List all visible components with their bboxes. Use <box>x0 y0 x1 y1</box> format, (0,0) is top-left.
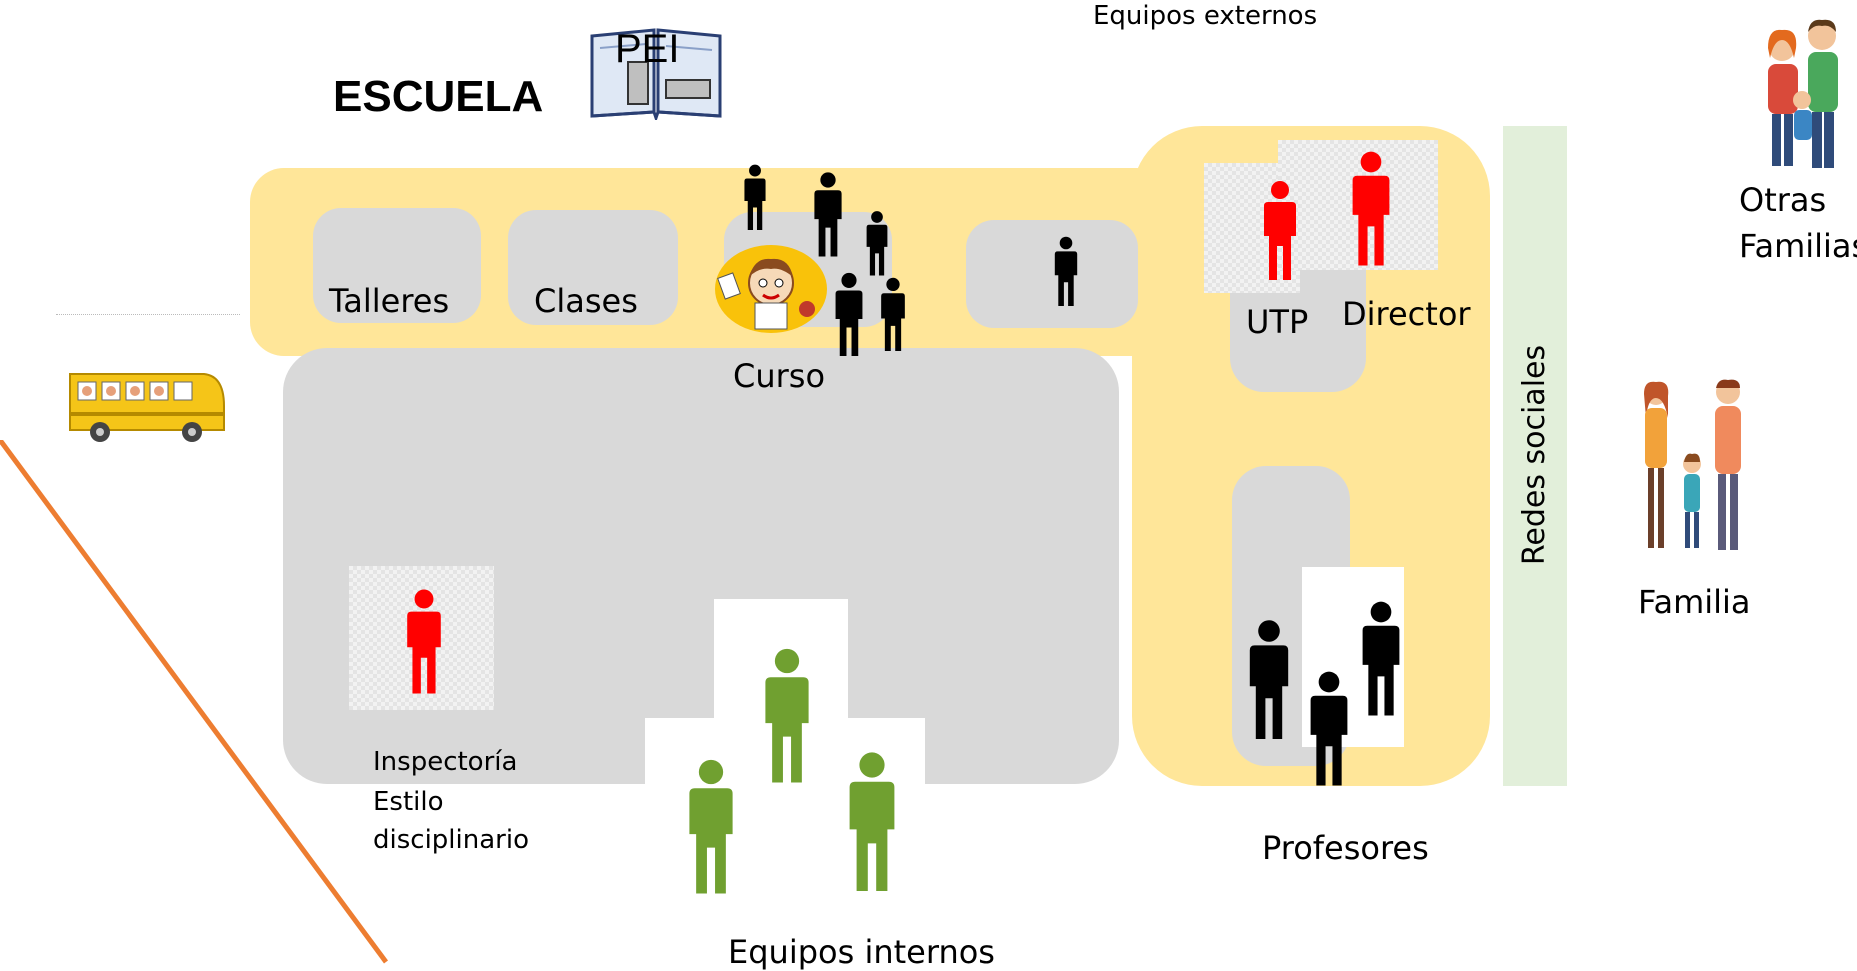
family-icon <box>1634 378 1752 554</box>
room-clases <box>508 210 678 325</box>
utp-label: UTP <box>1246 303 1309 341</box>
inspectoria-label: Inspectoría <box>373 747 518 777</box>
profesor-person-icon <box>1310 671 1348 786</box>
profesores-label: Profesores <box>1262 829 1429 867</box>
book-label: PEI <box>615 27 680 71</box>
person-icon <box>866 211 888 276</box>
profesor-person-icon <box>1249 620 1289 739</box>
clases-label: Clases <box>534 282 638 320</box>
person-icon <box>814 172 842 257</box>
person-icon <box>744 164 766 230</box>
town-sketch <box>56 314 240 337</box>
room-talleres <box>313 208 481 323</box>
student-cartoon-icon <box>715 245 827 333</box>
equipos-externos-label: Equipos externos <box>1093 1 1318 31</box>
profesor-person-icon <box>1362 601 1400 716</box>
familias-label: Familias <box>1739 227 1857 265</box>
director-label: Director <box>1342 295 1471 333</box>
person-icon <box>835 272 863 356</box>
book-icon <box>588 26 724 123</box>
person-icon <box>1054 236 1078 306</box>
director-person-icon <box>1352 151 1390 266</box>
team-person-icon <box>689 759 733 894</box>
talleres-label: Talleres <box>329 282 450 320</box>
team-person-icon <box>765 648 809 783</box>
diagonal-line <box>0 440 389 964</box>
other-families-icon <box>1762 14 1844 170</box>
person-icon <box>881 277 905 351</box>
equipos-internos-label: Equipos internos <box>728 933 995 971</box>
redes-sociales-bar <box>1503 126 1567 786</box>
team-person-icon <box>849 752 895 891</box>
otras-label: Otras <box>1739 181 1827 219</box>
estilo-label: Estilo <box>373 787 444 817</box>
utp-person-icon <box>1264 181 1296 280</box>
school-bus-icon <box>64 366 230 448</box>
familia-label: Familia <box>1638 583 1751 621</box>
disciplinario-label: disciplinario <box>373 825 529 855</box>
school-title: ESCUELA <box>333 72 544 121</box>
redes-sociales-label: Redes sociales <box>1516 344 1552 566</box>
curso-label: Curso <box>733 357 826 395</box>
room-small <box>966 220 1138 328</box>
inspector-person-icon <box>407 589 441 694</box>
